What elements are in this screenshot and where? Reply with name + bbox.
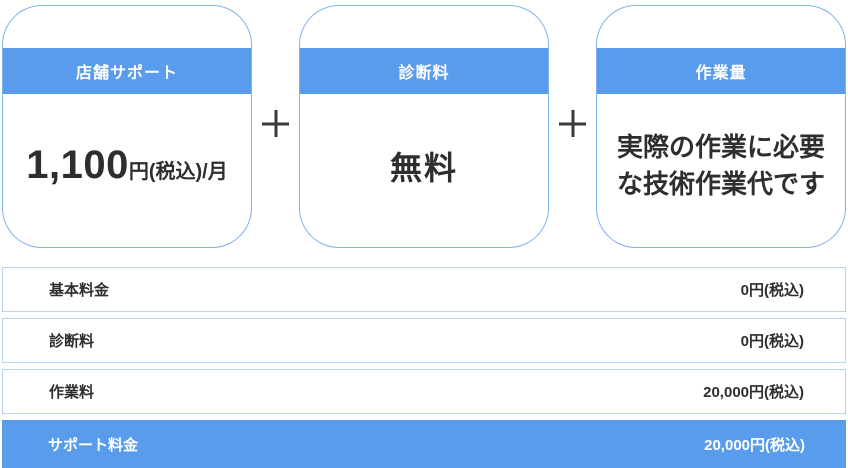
card-work-volume-header-label: 作業量 bbox=[695, 65, 747, 82]
work-volume-description-line2: な技術作業代です bbox=[616, 168, 825, 199]
plus-icon bbox=[559, 110, 586, 137]
row-label: サポート料金 bbox=[48, 437, 139, 454]
card-work-volume: 作業量 実際の作業に必要 な技術作業代です bbox=[596, 5, 846, 248]
monthly-price-amount: 1,100 bbox=[26, 143, 129, 187]
diagnosis-fee-value: 無料 bbox=[389, 149, 458, 186]
row-label: 診断料 bbox=[49, 333, 95, 350]
card-diagnosis-fee-header-label: 診断料 bbox=[398, 65, 450, 82]
plus-icon bbox=[262, 110, 289, 137]
price-table: 基本料金 0円(税込) 診断料 0円(税込) 作業料 20,000円(税込) サ… bbox=[2, 267, 846, 468]
row-value: 20,000円(税込) bbox=[703, 384, 804, 401]
row-label: 基本料金 bbox=[49, 282, 110, 299]
table-row-work-fee: 作業料 20,000円(税込) bbox=[2, 369, 846, 414]
plus-separator-2 bbox=[549, 5, 596, 248]
card-diagnosis-fee: 診断料 無料 bbox=[299, 5, 549, 248]
row-value: 0円(税込) bbox=[740, 333, 804, 350]
table-row-basic-fee: 基本料金 0円(税込) bbox=[2, 267, 846, 312]
table-row-support-fee-total: サポート料金 20,000円(税込) bbox=[2, 420, 846, 468]
work-volume-description: 実際の作業に必要 な技術作業代です bbox=[617, 129, 825, 203]
table-row-diagnosis-fee: 診断料 0円(税込) bbox=[2, 318, 846, 363]
plus-separator-1 bbox=[252, 5, 299, 248]
work-volume-description-line1: 実際の作業に必要 bbox=[616, 131, 825, 162]
row-label: 作業料 bbox=[49, 384, 95, 401]
card-store-support-header: 店舗サポート bbox=[3, 48, 251, 94]
row-value: 20,000円(税込) bbox=[704, 437, 805, 454]
monthly-price-unit: 円(税込)/月 bbox=[128, 161, 228, 183]
card-work-volume-body: 実際の作業に必要 な技術作業代です bbox=[597, 94, 845, 247]
row-value: 0円(税込) bbox=[740, 282, 804, 299]
card-diagnosis-fee-header: 診断料 bbox=[300, 48, 548, 94]
card-work-volume-header: 作業量 bbox=[597, 48, 845, 94]
card-store-support-header-label: 店舗サポート bbox=[75, 65, 178, 82]
card-diagnosis-fee-body: 無料 bbox=[300, 94, 548, 247]
